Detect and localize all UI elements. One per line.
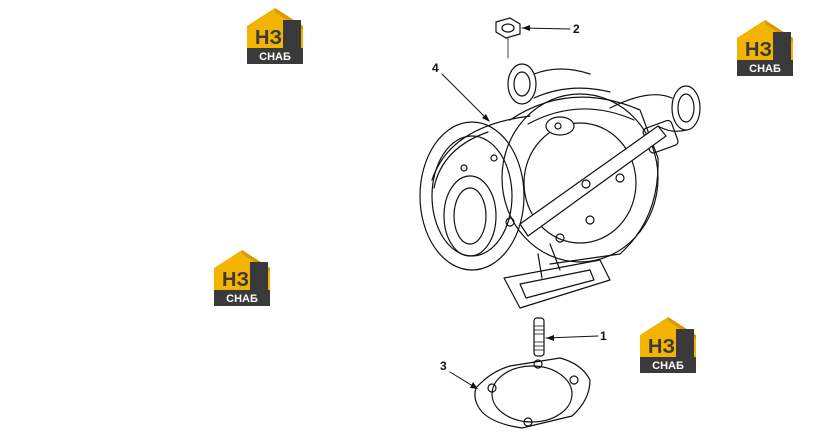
logo-letters: НЗ bbox=[255, 27, 282, 49]
callout-2: 2 bbox=[573, 22, 580, 36]
logo-icon: НЗ СНАБ bbox=[247, 8, 303, 64]
logo-caption: СНАБ bbox=[749, 63, 781, 75]
watermark-logo: НЗ СНАБ bbox=[210, 246, 274, 310]
logo-caption: СНАБ bbox=[652, 360, 684, 372]
stud-part bbox=[533, 317, 545, 357]
callout-4: 4 bbox=[432, 61, 439, 75]
logo-letters: НЗ bbox=[222, 269, 249, 291]
logo-letters: НЗ bbox=[648, 336, 675, 358]
watermark-logo: НЗ СНАБ bbox=[636, 313, 700, 377]
watermark-logo: НЗ СНАБ bbox=[733, 16, 797, 80]
callout-3: 3 bbox=[440, 359, 447, 373]
logo-caption: СНАБ bbox=[226, 293, 258, 305]
logo-icon: НЗ СНАБ bbox=[737, 20, 793, 76]
nut-part bbox=[495, 17, 521, 59]
callout-1: 1 bbox=[600, 329, 607, 343]
gasket-part bbox=[474, 357, 591, 429]
logo-letters: НЗ bbox=[745, 39, 772, 61]
watermark-logo: НЗ СНАБ bbox=[243, 4, 307, 68]
logo-caption: СНАБ bbox=[259, 51, 291, 63]
logo-icon: НЗ СНАБ bbox=[640, 317, 696, 373]
turbocharger-parts-diagram: 2 4 bbox=[410, 8, 710, 438]
turbocharger-assembly bbox=[419, 63, 701, 309]
logo-icon: НЗ СНАБ bbox=[214, 250, 270, 306]
